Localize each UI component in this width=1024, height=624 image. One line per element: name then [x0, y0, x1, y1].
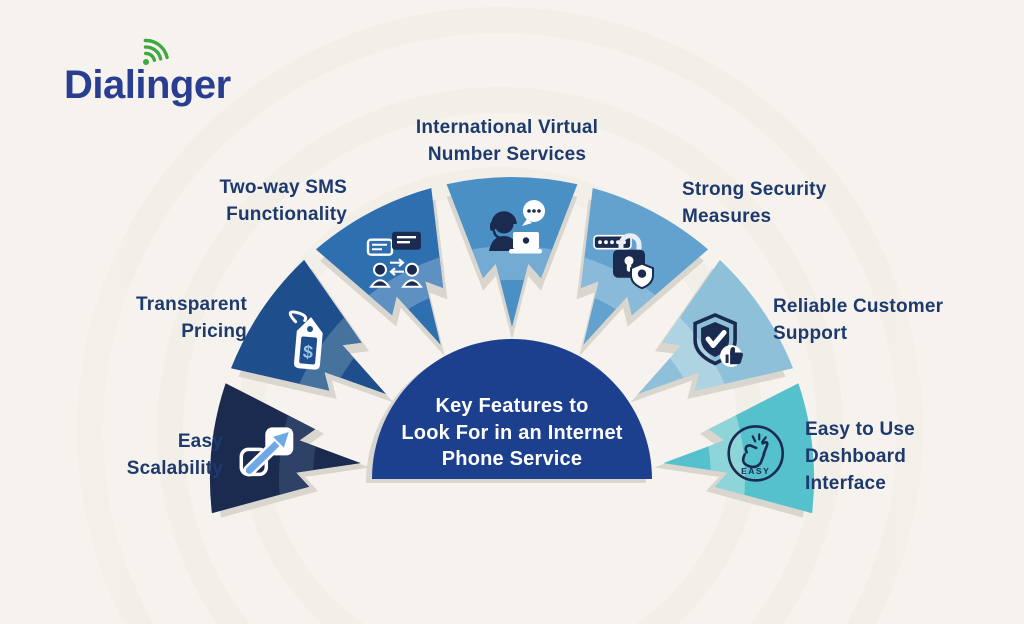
brand-logo-graphic: Dialinger [64, 38, 231, 107]
brand-logo: Dialinger [62, 34, 302, 115]
wedge-international-virtual-numbers [446, 177, 578, 327]
growth-arrow-icon [239, 427, 294, 477]
wedge-band-transparent-pricing [295, 310, 375, 394]
wedge-reliable-support [638, 259, 793, 394]
wedge-band-reliable-support [649, 310, 729, 394]
wedge-label-reliable-support: Reliable Customer Support [773, 296, 944, 344]
svg-text:$: $ [302, 342, 314, 363]
virtual-agent-icon [489, 200, 545, 254]
wedge-label-easy-dashboard: Easy to Use Dashboard Interface [805, 419, 915, 494]
security-lock-icon [593, 233, 654, 290]
wedge-two-way-sms [315, 188, 444, 345]
svg-text:EASY: EASY [741, 466, 770, 476]
sms-chat-icon [366, 231, 423, 288]
easy-snap-icon: EASY [727, 425, 785, 482]
signal-icon [143, 38, 169, 65]
wedge-label-international-virtual-numbers: International Virtual Number Services [415, 117, 599, 165]
wedge-label-two-way-sms: Two-way SMS Functionality [219, 177, 347, 225]
dome [372, 339, 652, 479]
wedge-label-easy-scalability: Easy Scalability [126, 431, 223, 479]
brand-name: Dialinger [64, 63, 231, 107]
price-tag-icon: $ [288, 310, 323, 370]
wedge-label-strong-security: Strong Security Measures [682, 179, 827, 227]
support-shield-icon [693, 313, 743, 367]
dome-title: Key Features to Look For in an Internet … [401, 395, 623, 470]
wedge-label-transparent-pricing: Transparent Pricing [136, 294, 247, 342]
wedge-transparent-pricing: $ [231, 259, 386, 394]
